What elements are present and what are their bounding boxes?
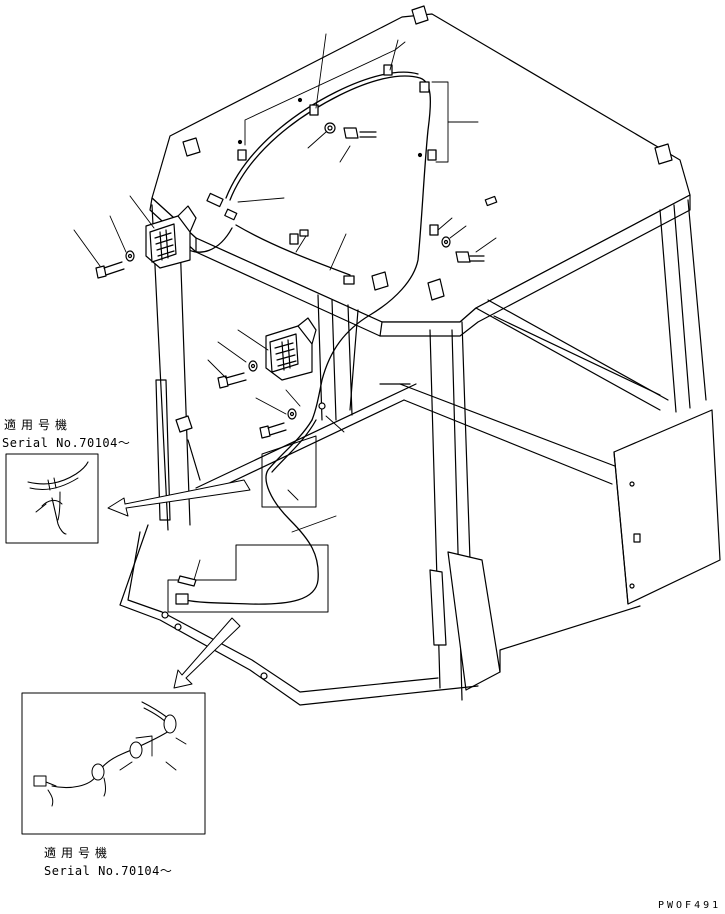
detail-arrow-upper	[108, 480, 250, 516]
inset-upper-serial-label: Serial No.70104～	[2, 436, 131, 450]
work-light-lower	[266, 318, 316, 380]
detail-arrow-lower	[174, 618, 240, 688]
detail-callouts	[168, 436, 328, 612]
cab-frame	[120, 200, 720, 705]
detail-inset-upper	[6, 454, 98, 543]
roof-wiring-harness	[180, 65, 438, 604]
cab-roof	[150, 6, 690, 336]
inset-lower-serial-label: Serial No.70104～	[44, 864, 173, 878]
callout-leader-lines	[74, 34, 496, 580]
inset-upper-applicability-label: 適用号機	[4, 418, 73, 432]
work-light-upper	[146, 206, 196, 268]
detail-inset-lower	[22, 693, 205, 834]
bolts-and-washers	[96, 123, 484, 438]
drawing-code: PWOF491	[658, 900, 722, 911]
inset-lower-applicability-label: 適用号機	[44, 846, 113, 860]
